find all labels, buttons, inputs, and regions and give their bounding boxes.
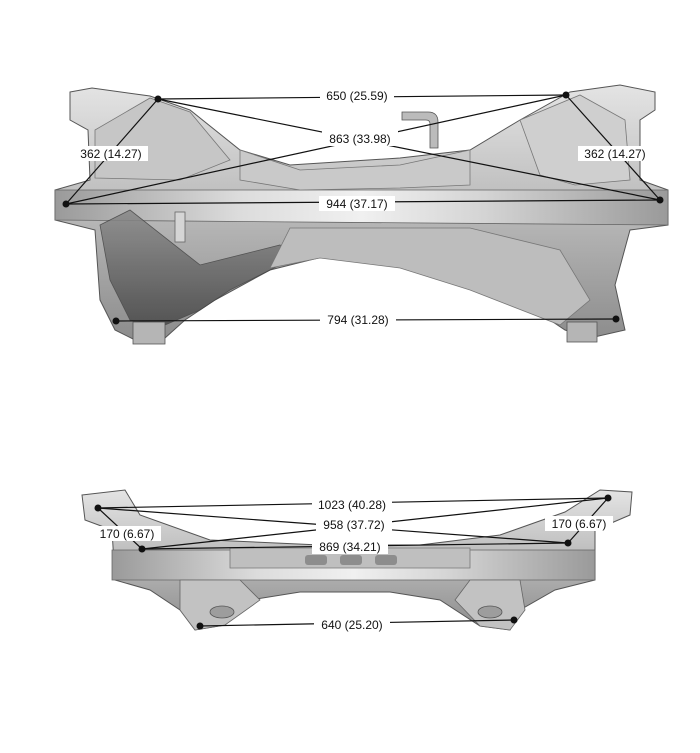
bottom-view-dimensions: 1023 (40.28) 958 (37.72) 170 (6.67) 170 … <box>93 494 613 632</box>
measure-point <box>62 200 70 208</box>
measure-point <box>656 196 664 204</box>
measure-point <box>562 91 570 99</box>
subframe-top-view <box>54 84 669 345</box>
dim-863-line-b <box>65 94 567 205</box>
subframe-bottom-slot <box>305 555 327 565</box>
subframe-bottom-left-leg <box>179 579 261 631</box>
subframe-top-bracket-left <box>132 321 166 345</box>
dim-869-label: 869 (34.21) <box>319 540 380 554</box>
subframe-bottom-view <box>81 489 633 631</box>
subframe-top-bracket-right <box>566 321 598 343</box>
subframe-top-lower-panel <box>269 227 591 326</box>
dim-944-label: 944 (37.17) <box>326 197 387 211</box>
dim-863-line-a <box>157 98 661 201</box>
top-view-dimensions: 650 (25.59) 863 (33.98) 362 (14.27) 362 … <box>62 88 664 327</box>
dim-794-label: 794 (31.28) <box>327 313 388 327</box>
dim-362-right-label: 362 (14.27) <box>584 147 645 161</box>
dim-170-left-label: 170 (6.67) <box>100 527 155 541</box>
dim-958-label: 958 (37.72) <box>323 518 384 532</box>
measure-point <box>196 622 204 630</box>
dim-863-label: 863 (33.98) <box>329 132 390 146</box>
subframe-top-pipe <box>401 111 439 149</box>
measure-point <box>510 616 518 624</box>
subframe-bottom-right-leg <box>454 579 526 631</box>
measure-point <box>138 545 146 553</box>
subframe-top-right-tower <box>519 94 631 186</box>
measure-point <box>154 95 162 103</box>
measure-point <box>604 494 612 502</box>
dim-362-left-label: 362 (14.27) <box>80 147 141 161</box>
measure-point <box>612 315 620 323</box>
dim-170-right-label: 170 (6.67) <box>552 517 607 531</box>
dim-650-label: 650 (25.59) <box>326 89 387 103</box>
subframe-bottom-bushing-right <box>477 605 503 619</box>
subframe-top-center-rib <box>239 149 471 191</box>
dim-1023-label: 1023 (40.28) <box>318 498 386 512</box>
dim-640-label: 640 (25.20) <box>321 618 382 632</box>
subframe-bottom-bushing-left <box>209 605 235 619</box>
measure-point <box>112 317 120 325</box>
subframe-bottom-slot <box>375 555 397 565</box>
subframe-top-tab <box>174 211 186 243</box>
measure-point <box>94 504 102 512</box>
subframe-bottom-slot <box>340 555 362 565</box>
measure-point <box>564 539 572 547</box>
subframe-top-left-arm <box>99 209 291 326</box>
